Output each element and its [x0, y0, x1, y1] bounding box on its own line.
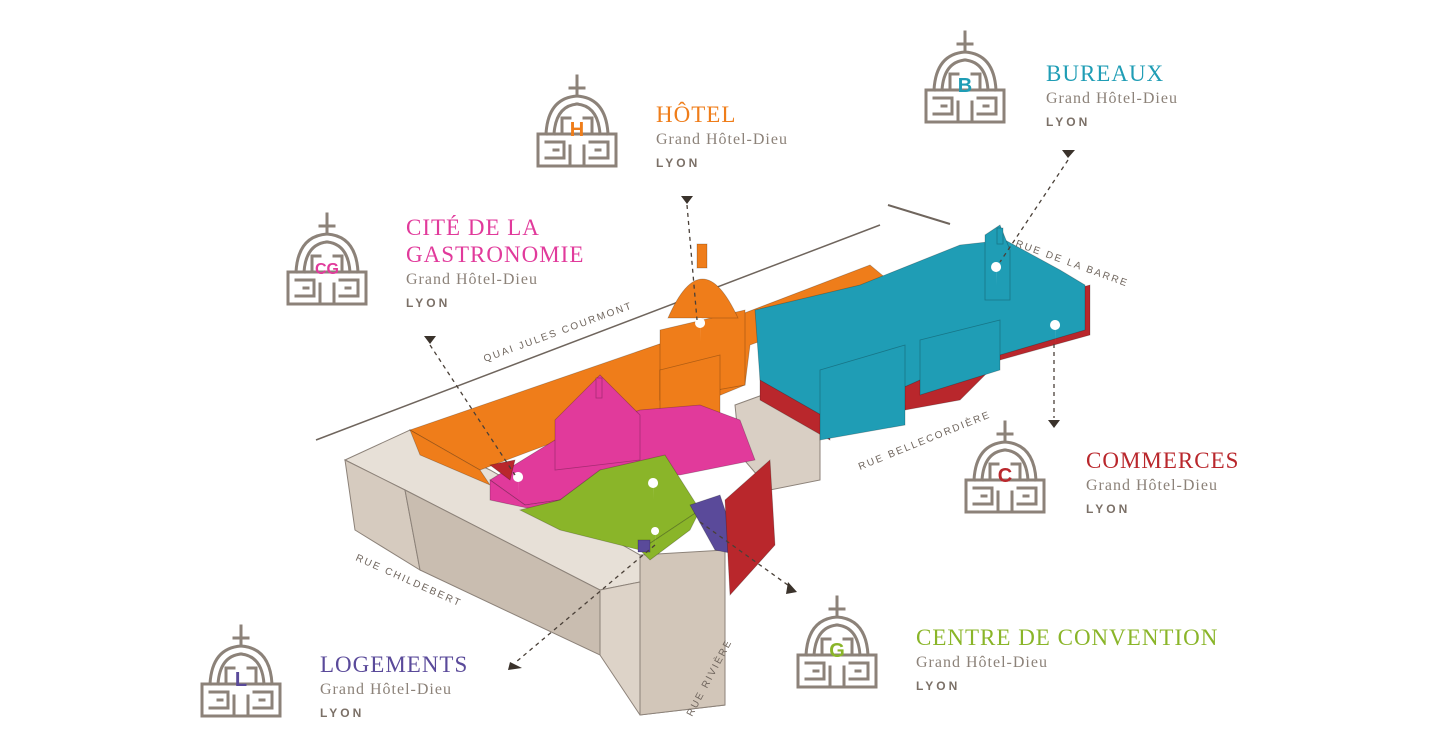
- gastronomie-title-line1: Cité de la: [406, 215, 540, 240]
- pin-gastronomie: [513, 472, 524, 496]
- logements-label: Logements Grand Hôtel-Dieu LYON: [320, 653, 468, 719]
- gastronomie-building: [489, 374, 756, 516]
- convention-logo-letter: G: [829, 640, 845, 662]
- gastronomie-label: Cité de la Gastronomie Grand Hôtel-Dieu …: [406, 216, 584, 309]
- bureaux-label: Bureaux Grand Hôtel-Dieu LYON: [1046, 62, 1178, 128]
- logements-subtitle: Grand Hôtel-Dieu: [320, 681, 452, 698]
- convention-subtitle: Grand Hôtel-Dieu: [916, 654, 1048, 671]
- barre-line: [887, 204, 951, 225]
- hotel-city: LYON: [656, 156, 701, 170]
- quai-line: [315, 224, 881, 441]
- commerces-logo-icon: C: [964, 420, 1046, 514]
- convention-title: Centre de Convention: [916, 625, 1219, 650]
- gastronomie-logo-icon: CG: [286, 212, 368, 306]
- logements-logo-icon: L: [200, 624, 282, 718]
- bureaux-title: Bureaux: [1046, 61, 1165, 86]
- commerces-subtitle: Grand Hôtel-Dieu: [1086, 477, 1218, 494]
- street-quai: Quai Jules Courmont: [482, 300, 634, 364]
- pin-logements: [651, 527, 660, 546]
- hotel-logo-letter: H: [570, 119, 584, 141]
- pin-convention: [648, 478, 659, 500]
- convention-logo-icon: G: [796, 595, 878, 689]
- convention-label: Centre de Convention Grand Hôtel-Dieu LY…: [916, 626, 1218, 692]
- convention-city: LYON: [916, 679, 961, 693]
- bureaux-subtitle: Grand Hôtel-Dieu: [1046, 90, 1178, 107]
- gastronomie-city: LYON: [406, 296, 451, 310]
- commerces-city: LYON: [1086, 502, 1131, 516]
- bureaux-building: [754, 224, 1086, 441]
- pins: [513, 262, 1061, 546]
- leader-lines: [429, 159, 1069, 663]
- stone-wing: [343, 384, 821, 716]
- hotel-subtitle: Grand Hôtel-Dieu: [656, 131, 788, 148]
- gastronomie-title-line2: Gastronomie: [406, 242, 585, 267]
- commerces-label: Commerces Grand Hôtel-Dieu LYON: [1086, 449, 1239, 515]
- hotel-title: Hôtel: [656, 102, 737, 127]
- logements-logo-letter: L: [235, 669, 247, 691]
- gastronomie-logo-letter: CG: [315, 261, 339, 278]
- pin-commerces: [1050, 320, 1061, 344]
- leader-arrows: [424, 150, 1075, 670]
- bureaux-city: LYON: [1046, 115, 1091, 129]
- hotel-logo-icon: H: [536, 74, 618, 168]
- bureaux-logo-letter: B: [958, 75, 972, 97]
- hotel-label: Hôtel Grand Hôtel-Dieu LYON: [656, 103, 788, 169]
- pin-bureaux: [991, 262, 1002, 286]
- commerces-logo-letter: C: [998, 465, 1012, 487]
- bureaux-logo-icon: B: [924, 30, 1006, 124]
- pin-hotel: [695, 318, 706, 342]
- logements-city: LYON: [320, 706, 365, 720]
- logements-title: Logements: [320, 652, 469, 677]
- commerces-title: Commerces: [1086, 448, 1240, 473]
- gastronomie-subtitle: Grand Hôtel-Dieu: [406, 271, 538, 288]
